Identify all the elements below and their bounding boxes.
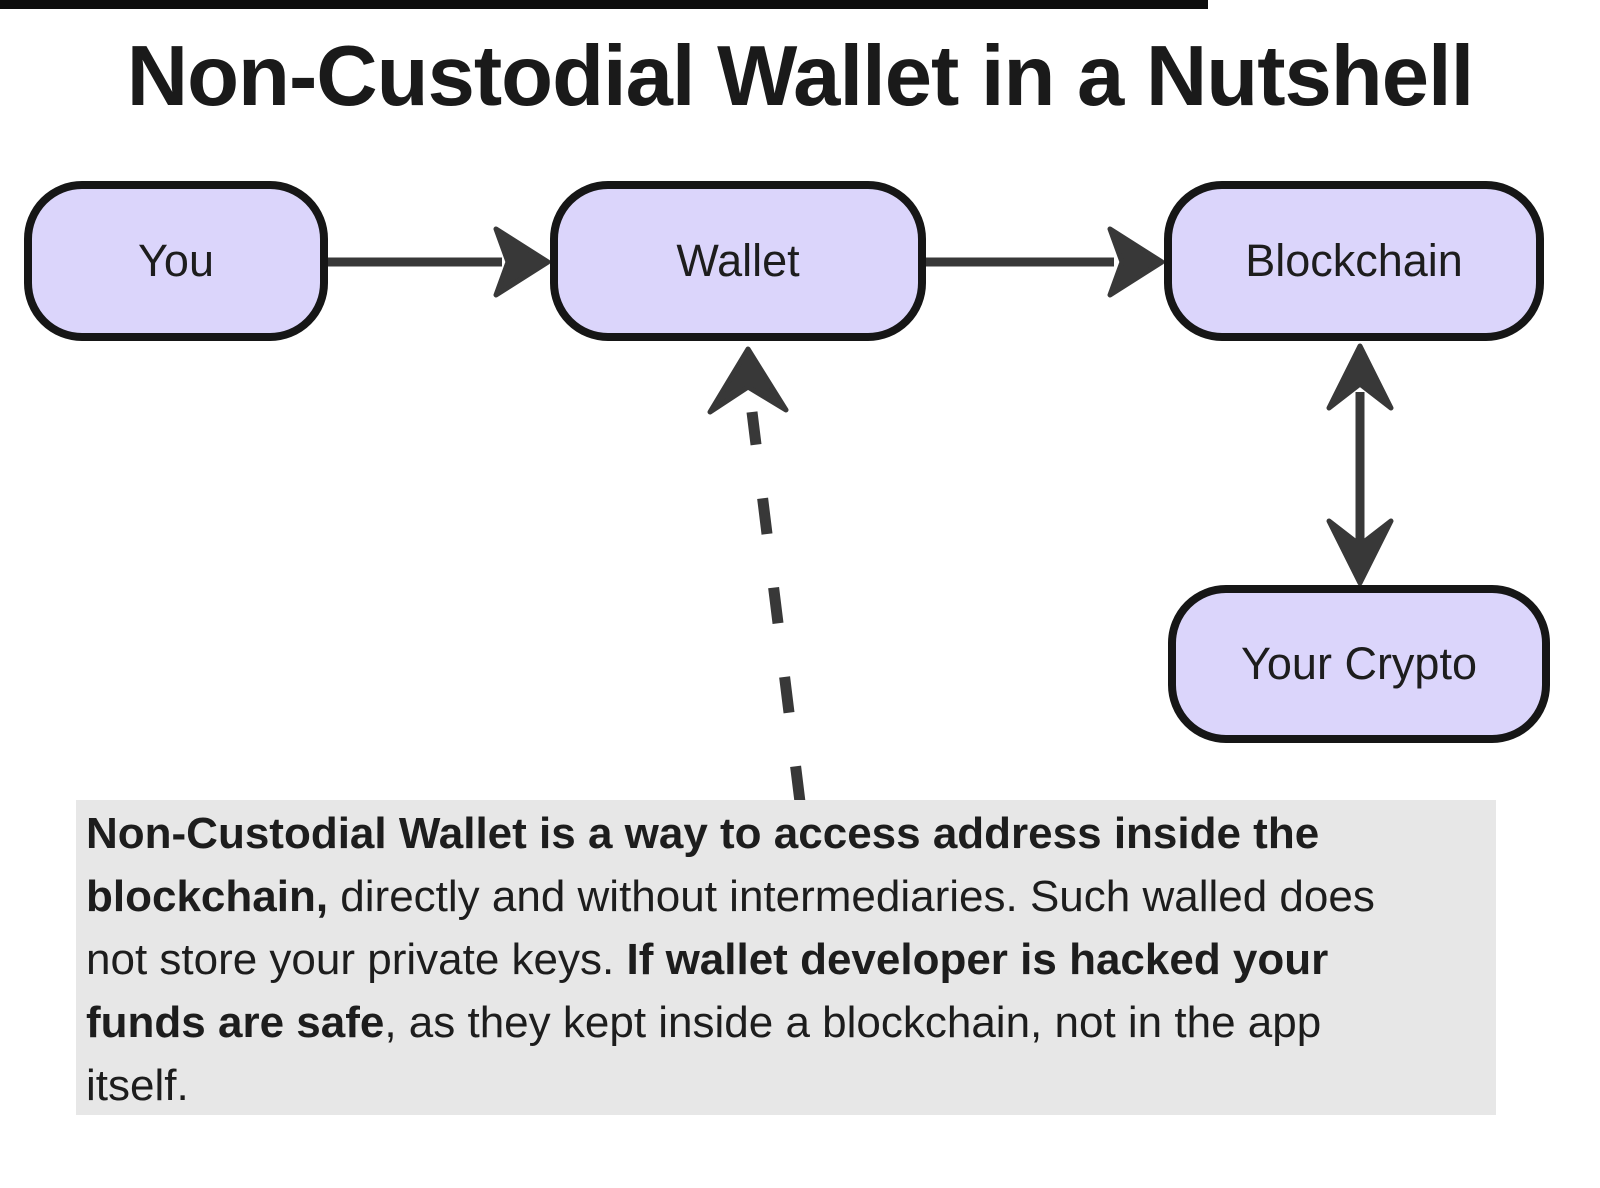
arrowhead-right-icon [493, 226, 551, 298]
node-your-crypto-label: Your Crypto [1241, 638, 1477, 689]
note-line: funds are safe, as they kept inside a bl… [86, 991, 1484, 1054]
arrowhead-up-icon [707, 346, 789, 415]
arrowhead-up-icon [1326, 343, 1394, 411]
node-you: You [24, 181, 328, 341]
edge-you-to-wallet [328, 226, 551, 298]
node-wallet: Wallet [550, 181, 926, 341]
node-blockchain-label: Blockchain [1245, 235, 1463, 286]
page-title: Non-Custodial Wallet in a Nutshell [126, 29, 1475, 124]
node-wallet-label: Wallet [676, 235, 800, 286]
note-text-segment: not store your private keys. [86, 935, 627, 984]
note-line: not store your private keys. If wallet d… [86, 928, 1484, 991]
edge-note-to-wallet [707, 346, 806, 803]
note-line: blockchain, directly and without interme… [86, 865, 1484, 928]
node-you-label: You [138, 235, 214, 286]
note-text-segment: If wallet developer is hacked your [626, 935, 1329, 984]
note-text-segment: directly and without intermediaries. Suc… [328, 872, 1375, 921]
explanation-note: Non-Custodial Wallet is a way to access … [76, 800, 1496, 1115]
note-line: Non-Custodial Wallet is a way to access … [86, 802, 1484, 865]
edge-blockchain-to-your-crypto [1326, 343, 1394, 586]
arrowhead-right-icon [1107, 226, 1165, 298]
note-line: itself. [86, 1054, 1484, 1115]
top-edge-bar [0, 0, 1208, 9]
note-text-segment: , as they kept inside a blockchain, not … [384, 998, 1322, 1047]
edge-wallet-to-blockchain [926, 226, 1165, 298]
note-text-segment: itself. [86, 1061, 189, 1110]
note-text-segment: funds are safe [86, 998, 385, 1047]
node-blockchain: Blockchain [1164, 181, 1544, 341]
note-text-segment: Non-Custodial Wallet is a way to access … [86, 809, 1320, 858]
note-text-segment: blockchain, [86, 872, 329, 921]
node-your-crypto: Your Crypto [1168, 585, 1550, 743]
arrowhead-down-icon [1326, 518, 1394, 586]
